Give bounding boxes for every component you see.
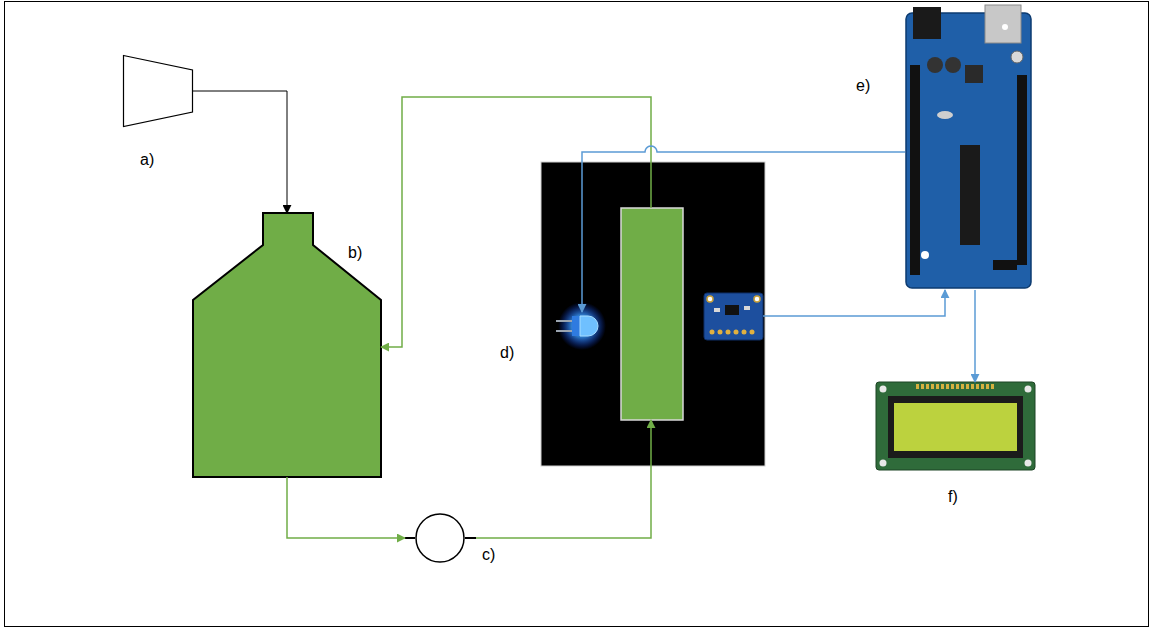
light-sensor (704, 293, 763, 340)
callout-letter: e) (856, 76, 870, 95)
pump-outline (405, 513, 476, 563)
arduino-board: e) (905, 5, 1032, 290)
callout-letter: a) (140, 150, 154, 169)
callout-letter: d) (500, 343, 514, 362)
photobioreactor-tube (621, 208, 683, 420)
blower: a) (123, 55, 193, 127)
connector (974, 290, 976, 382)
callout-letter: f) (948, 487, 958, 506)
callout-letter: c) (482, 545, 495, 564)
dark-chamber-outline (541, 162, 765, 466)
lcd-display: f) (876, 382, 1035, 470)
blower-outline (123, 55, 193, 127)
connector (763, 290, 945, 316)
culture-vessel: b) (193, 213, 381, 477)
lcd-display-outline (876, 382, 1035, 470)
frame-border (5, 2, 1149, 627)
connector (193, 91, 287, 213)
arduino-board-outline (905, 5, 1032, 290)
connector (287, 477, 405, 538)
callout-letter: b) (348, 243, 362, 262)
dark-chamber: d) (541, 162, 765, 466)
pump: c) (405, 513, 476, 563)
